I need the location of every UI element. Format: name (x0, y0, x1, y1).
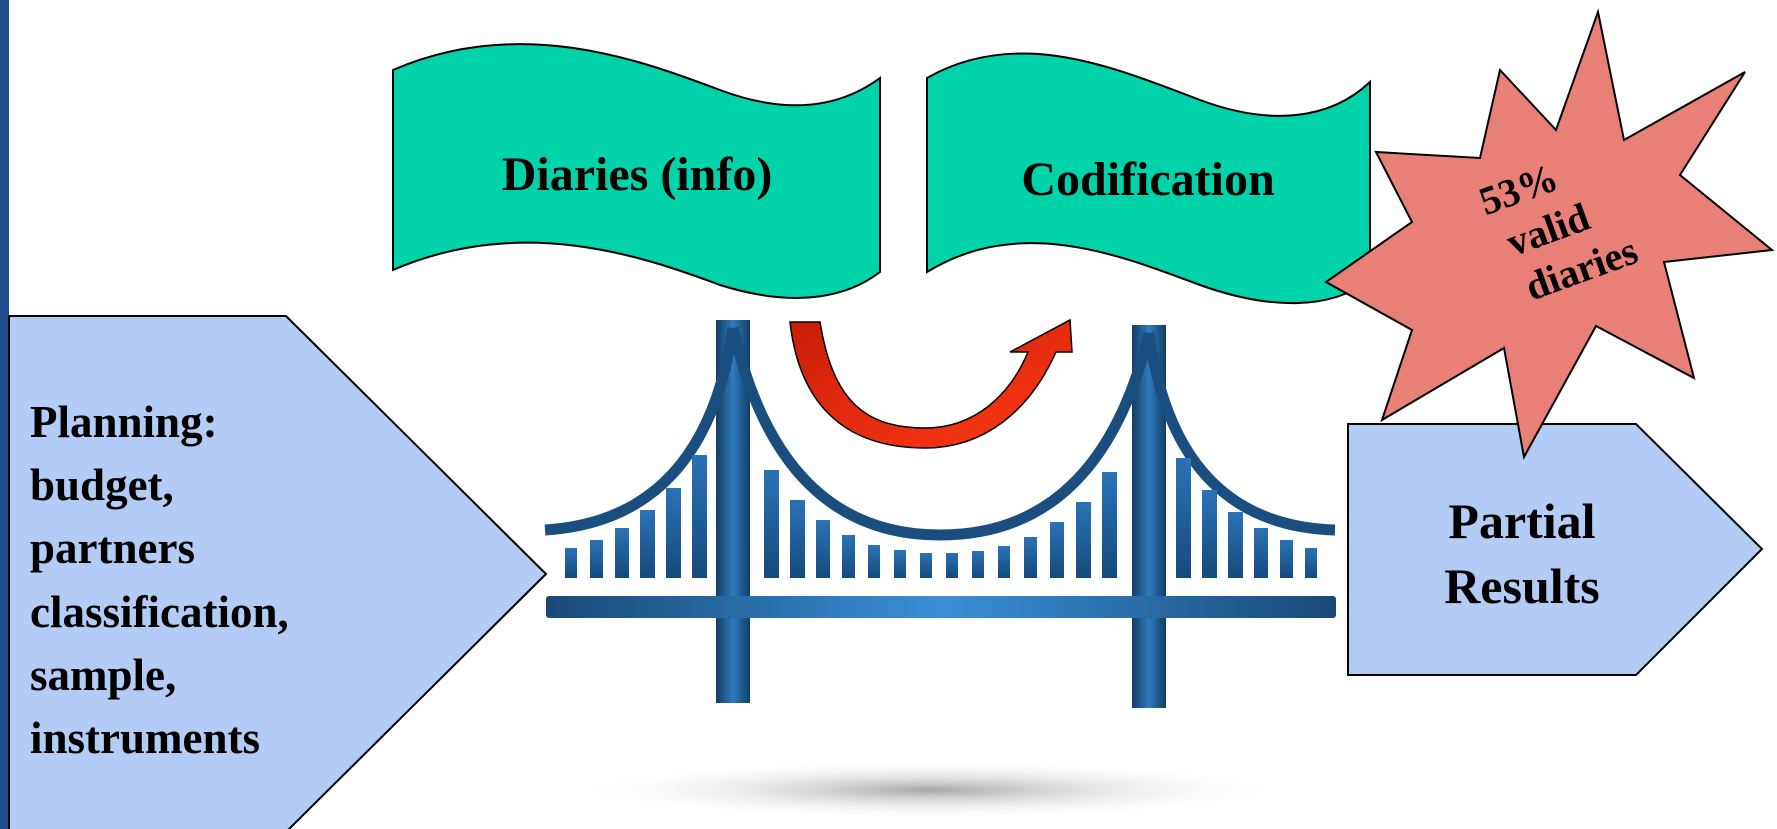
planning-line-2: budget, (30, 460, 174, 510)
diaries-banner: Diaries (info) (392, 43, 881, 299)
suspension-bridge-icon (544, 320, 1336, 708)
planning-pentagon-shape (8, 315, 548, 829)
bridge-deck (546, 596, 1336, 618)
planning-line-3: partners (30, 523, 195, 573)
diaries-wave-shape (392, 43, 881, 299)
diaries-label: Diaries (info) (502, 148, 773, 201)
starburst-shape (1324, 8, 1775, 460)
planning-line-6: instruments (30, 713, 260, 763)
partial-results-step: Partial Results (1347, 423, 1764, 676)
left-edge-bar (0, 0, 9, 829)
bridge-shadow (570, 760, 1290, 820)
planning-line-4: classification, (30, 587, 289, 637)
partial-results-pentagon-shape (1347, 423, 1764, 676)
planning-step: Planning: budget, partners classificatio… (8, 315, 548, 829)
bridge-cable-center (727, 326, 1155, 541)
bridge-cable-right (1143, 332, 1336, 536)
curved-arrow-icon (789, 318, 1073, 449)
partial-results-line-2: Results (1444, 558, 1600, 614)
starburst-badge: 53% valid diaries (1324, 8, 1775, 460)
planning-line-1: Planning: (30, 397, 218, 447)
partial-results-line-1: Partial (1448, 493, 1595, 549)
codification-banner: Codification (926, 52, 1371, 305)
bridge-cable-left (544, 327, 739, 536)
bridge-hangers (565, 455, 1317, 578)
codification-label: Codification (1021, 153, 1274, 206)
planning-line-5: sample, (30, 650, 176, 700)
